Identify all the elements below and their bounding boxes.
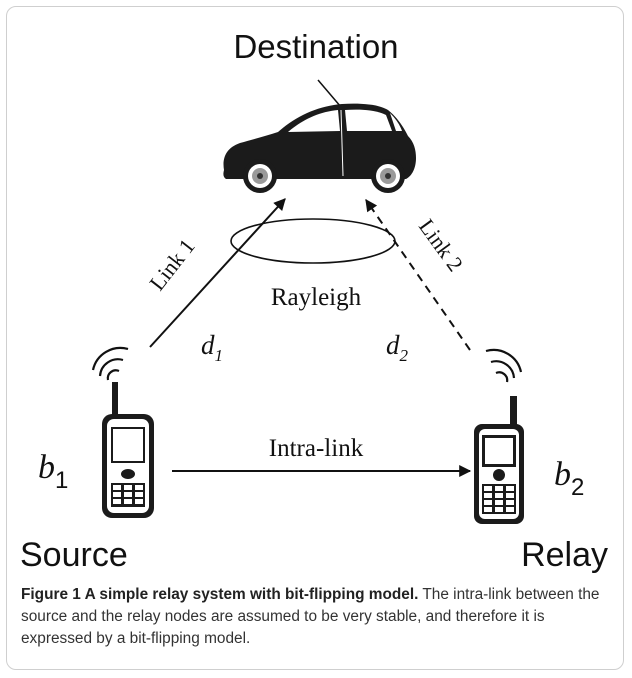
d2-label: d2 [386, 330, 409, 365]
rayleigh-label: Rayleigh [271, 284, 362, 311]
b2-label: b2 [554, 456, 584, 501]
rayleigh-ellipse [230, 218, 396, 264]
figure-caption: Figure 1 A simple relay system with bit-… [21, 584, 617, 650]
caption-text: The intra-link between the source and th… [21, 586, 600, 647]
destination-pointer-line [317, 79, 342, 108]
source-label: Source [20, 536, 128, 574]
link1-label: Link 1 [144, 234, 199, 295]
source-phone-icon [102, 382, 154, 518]
relay-label: Relay [521, 536, 608, 574]
destination-label: Destination [233, 28, 398, 65]
b1-label: b1 [38, 449, 68, 494]
caption-title: Figure 1 A simple relay system with bit-… [21, 586, 419, 603]
relay-phone-icon [474, 396, 524, 524]
relay-diagram: Destination Link 1 Link 2 Rayleigh d1 d2 [20, 28, 608, 574]
intra-link-label: Intra-link [269, 435, 364, 462]
relay-antenna-waves-icon [485, 348, 523, 383]
d1-label: d1 [201, 330, 223, 365]
link2-label: Link 2 [414, 214, 468, 276]
figure-frame [6, 6, 624, 670]
car-icon [223, 103, 416, 193]
source-antenna-waves-icon [91, 346, 129, 381]
link2-arrow [365, 199, 471, 351]
